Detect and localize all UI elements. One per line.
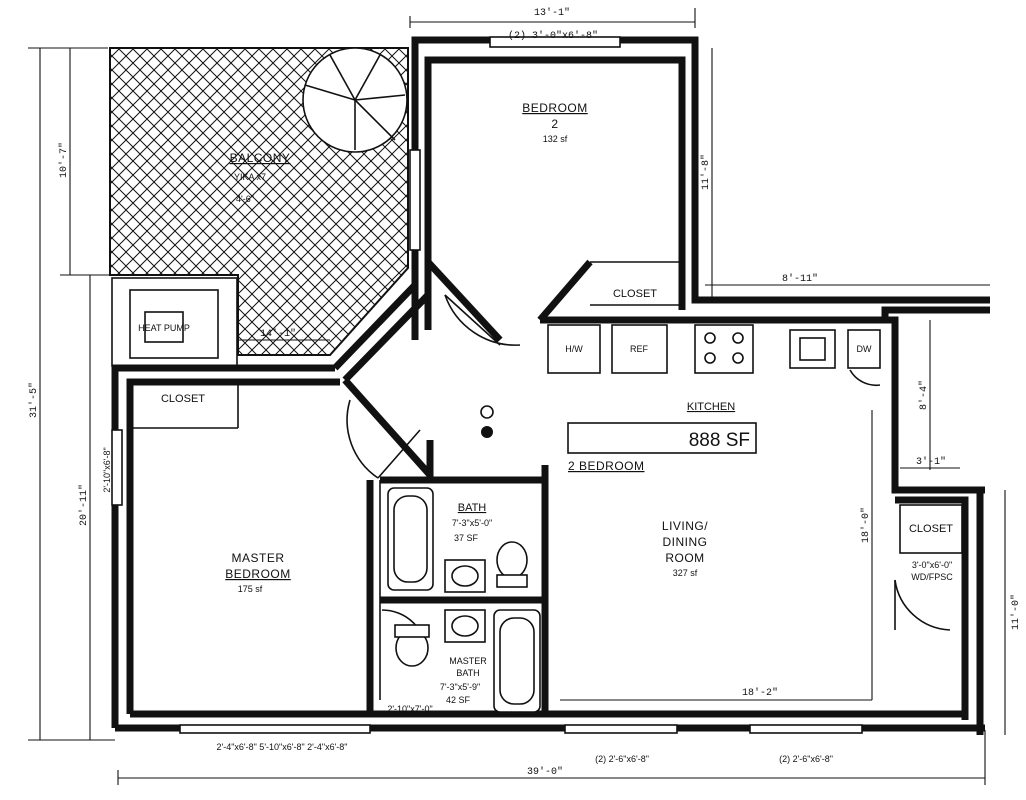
dw-label: DW [857, 344, 872, 354]
bedroom2-area: 132 sf [543, 134, 568, 144]
closet-door-type: WD/FPSC [911, 572, 953, 582]
dim-right-lower: 11'-0" [1010, 594, 1022, 630]
closet-entry: CLOSET [909, 523, 953, 535]
master-bedroom-label-1: MASTER [231, 551, 284, 565]
master-bath-area: 42 SF [446, 695, 471, 705]
closet-door-size: 3'-0"x6'-0" [912, 560, 952, 570]
master-bath-label-1: MASTER [449, 656, 487, 666]
doors [346, 294, 951, 656]
bath-area: 37 SF [454, 533, 479, 543]
thermostat-icon [481, 426, 493, 438]
master-bath-label-2: BATH [456, 668, 479, 678]
dim-entry-width: 3'-1" [916, 456, 946, 468]
window-top: (2) 3'-0"x6'-8" [508, 30, 598, 42]
window-master-side: 2'-10"x6'-8" [102, 447, 112, 492]
area-summary-box [567, 422, 757, 454]
bath-fixtures [387, 487, 541, 713]
dim-balcony-small: 14'-1" [260, 328, 296, 340]
living-area: 327 sf [673, 568, 698, 578]
window-bottom-a: 2'-4"x6'-8" 5'-10"x6'-8" 2'-4"x6'-8" [216, 742, 347, 752]
windows [111, 36, 863, 734]
master-bath-size: 7'-3"x5'-9" [440, 682, 480, 692]
bedroom2-number: 2 [551, 117, 558, 131]
dim-kitchen-offset: 8'-11" [782, 273, 818, 285]
balcony-label: BALCONY [230, 151, 291, 165]
master-bedroom-area: 175 sf [238, 584, 263, 594]
ref-label: REF [630, 344, 649, 354]
entry-closet [899, 504, 963, 554]
dim-living-height: 18'-0" [860, 507, 872, 543]
bath-label: BATH [458, 502, 487, 514]
heater-label: HEAT PUMP [138, 323, 190, 333]
kitchen-counter: H/W REF DW [547, 324, 881, 374]
interior-walls [130, 259, 682, 714]
closet-bedroom2: CLOSET [613, 288, 657, 300]
dim-bath-door: 2'-10"x7'-0" [387, 704, 432, 714]
kitchen-label: KITCHEN [687, 401, 735, 413]
dim-left-total: 31'-5" [28, 382, 40, 418]
dim-kitchen-depth: 8'-4" [918, 380, 930, 410]
bath-size: 7'-3"x5'-0" [452, 518, 492, 528]
dim-left-lower: 20'-11" [78, 484, 90, 526]
total-area: 888 SF [689, 430, 750, 451]
balcony-dim: 4'-6" [236, 194, 254, 204]
living-label-1: LIVING/ [662, 519, 708, 533]
spiral-stair [302, 47, 408, 153]
window-bottom-b: (2) 2'-6"x6'-8" [595, 754, 649, 764]
bedroom2-label: BEDROOM [522, 101, 588, 115]
dim-living-width: 18'-2" [742, 687, 778, 699]
living-label-3: ROOM [665, 551, 704, 565]
unit-type: 2 BEDROOM [568, 459, 645, 473]
hw-label: H/W [565, 344, 583, 354]
master-bedroom-label-2: BEDROOM [225, 567, 291, 581]
dim-left-upper: 10'-7" [58, 142, 70, 178]
mechanical-closet: HEAT PUMP [111, 277, 238, 367]
dim-top: 13'-1" [534, 7, 570, 19]
closet-master: CLOSET [161, 393, 205, 405]
window-bottom-c: (2) 2'-6"x6'-8" [779, 754, 833, 764]
living-label-2: DINING [663, 535, 708, 549]
smoke-detector-icon [480, 405, 494, 419]
dimension-lines [28, 8, 1006, 785]
dim-right-upper: 11'-8" [700, 154, 712, 190]
balcony-size: YIKA x7 [234, 172, 266, 182]
dim-bottom-total: 39'-0" [527, 766, 563, 778]
